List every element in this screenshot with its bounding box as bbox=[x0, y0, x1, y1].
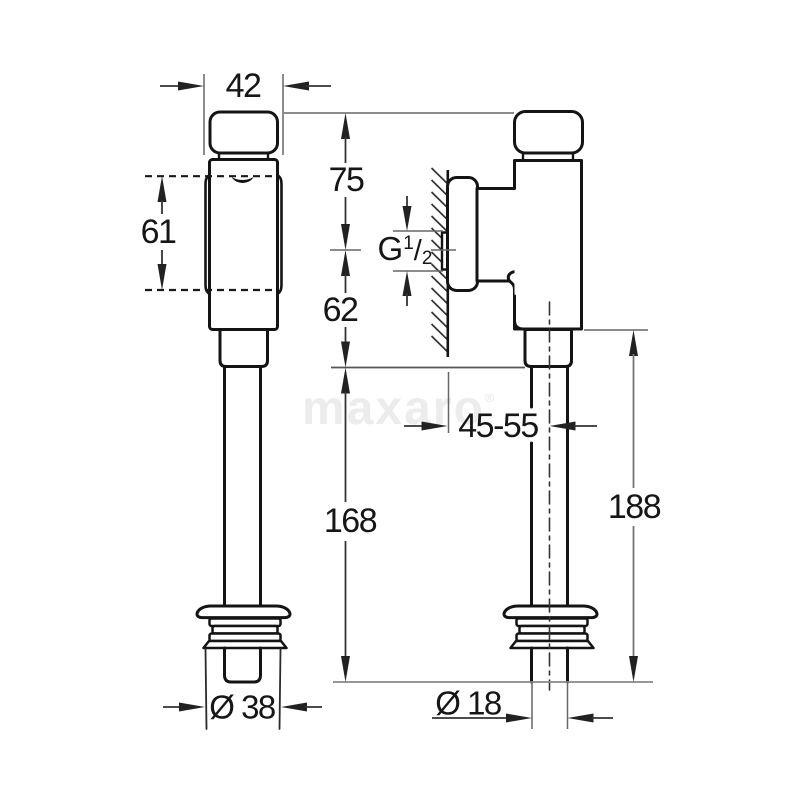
dim-18 bbox=[432, 713, 613, 723]
pipe-end-front bbox=[223, 646, 262, 684]
top-to-inlet-label: 75 bbox=[328, 161, 365, 199]
dim-188 bbox=[629, 330, 638, 682]
connector-outline-ghost bbox=[204, 648, 282, 730]
thread-numerator: 1 bbox=[403, 233, 414, 254]
wall-section bbox=[430, 167, 450, 357]
overall-length-label: 188 bbox=[607, 488, 662, 526]
front-view bbox=[145, 110, 292, 730]
dim-45-55 bbox=[404, 421, 597, 431]
pipe-length-label: 168 bbox=[323, 502, 378, 540]
side-view bbox=[440, 110, 599, 691]
outlet-nut-side bbox=[523, 328, 573, 368]
flush-pipe-side bbox=[530, 365, 569, 608]
reference-lines bbox=[203, 74, 653, 729]
button-neck-side bbox=[521, 152, 575, 162]
push-button-side bbox=[513, 110, 584, 155]
dim-g-half bbox=[402, 196, 412, 306]
width-top-label: 42 bbox=[225, 67, 262, 105]
inlet-to-outlet-label: 62 bbox=[322, 291, 359, 329]
pipe-flange-front bbox=[195, 604, 292, 620]
wall-distance-label: 45-55 bbox=[458, 407, 539, 445]
cover-split-dashed-lines bbox=[145, 175, 277, 292]
wall-escutcheon bbox=[446, 176, 479, 292]
valve-body-front bbox=[208, 158, 279, 331]
pipe-threads-front bbox=[202, 617, 288, 650]
pipe-end-side bbox=[530, 646, 569, 684]
dim-42 bbox=[160, 81, 331, 91]
outlet-nut-front bbox=[218, 328, 269, 368]
inlet-body-transition bbox=[508, 279, 516, 298]
spout-outlet-mark bbox=[231, 176, 254, 183]
dim-75-62-168 bbox=[341, 113, 350, 682]
outlet-diameter-label: Ø 38 bbox=[209, 688, 276, 726]
valve-body-side bbox=[513, 159, 583, 331]
pipe-flange-side bbox=[502, 604, 599, 620]
thread-letter: G bbox=[377, 230, 404, 267]
dimension-lines bbox=[157, 81, 638, 723]
pipe-diameter-label: Ø 18 bbox=[435, 684, 502, 722]
thread-size-label: G1/2 bbox=[378, 232, 433, 268]
body-height-label: 61 bbox=[140, 213, 177, 251]
watermark-reg-mark: ® bbox=[484, 390, 495, 405]
dim-38 bbox=[163, 702, 322, 712]
body-cover-bulge bbox=[204, 173, 283, 296]
wall-hatching bbox=[430, 167, 449, 353]
watermark: maxaro® bbox=[302, 372, 494, 435]
flush-pipe-front bbox=[223, 365, 262, 608]
pipe-threads-side bbox=[509, 617, 595, 650]
watermark-text: maxaro bbox=[302, 382, 485, 435]
dim-61 bbox=[157, 176, 167, 290]
thread-denominator: 2 bbox=[421, 248, 433, 269]
thread-slash: / bbox=[413, 235, 422, 267]
push-button-front bbox=[208, 110, 279, 155]
